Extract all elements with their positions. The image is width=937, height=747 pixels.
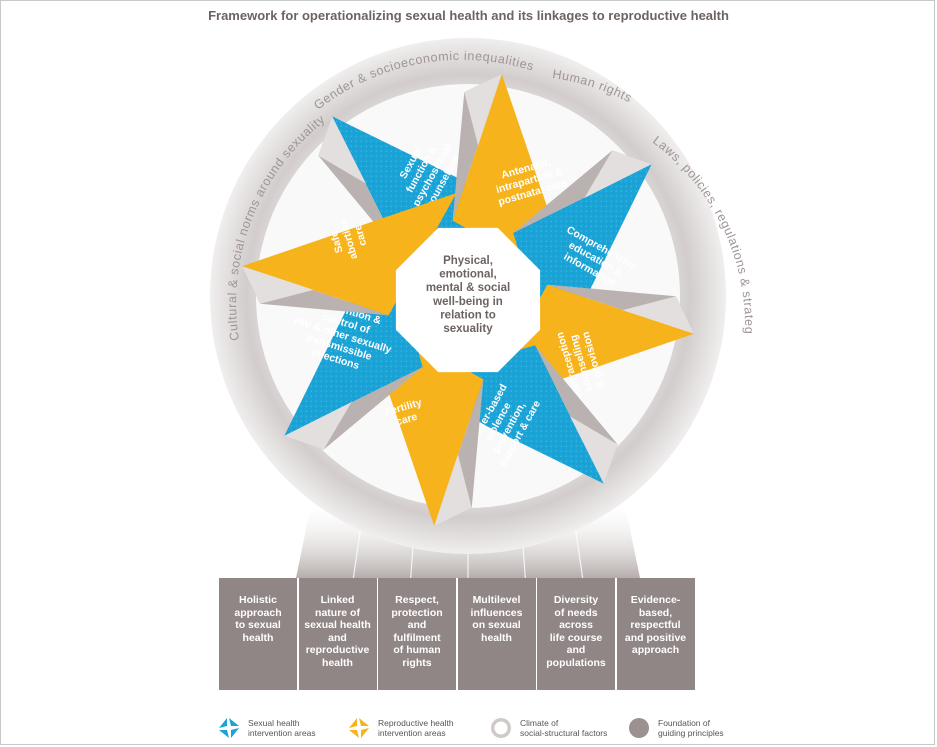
center-text-line: well-being in — [432, 296, 503, 308]
center-hub — [395, 227, 541, 373]
icon-blade — [219, 730, 229, 738]
icon-blade — [349, 718, 357, 728]
guiding-principle-pillar: Evidence- based, respectful and positive… — [616, 578, 695, 690]
blade-fold-highlight — [318, 116, 366, 184]
blade-fold-highlight — [434, 454, 472, 526]
legend-label: Reproductive health intervention areas — [378, 718, 454, 738]
center-text-line: relation to — [440, 309, 496, 321]
gray-disc-icon — [629, 718, 649, 738]
blade-label-line: care — [352, 223, 370, 247]
blade-fold-highlight — [464, 74, 502, 146]
gray-ring-icon — [491, 718, 511, 738]
blade-fold-highlight — [242, 266, 314, 304]
legend-item-reproductive-health: Reproductive health intervention areas — [348, 717, 454, 739]
center-text-line: emotional, — [439, 269, 497, 281]
guiding-principle-pillar: Holistic approach to sexual health — [219, 578, 297, 690]
guiding-principle-pillar: Diversity of needs across life course an… — [537, 578, 615, 690]
blade-label-line: Safe — [328, 230, 346, 255]
center-text-line: mental & social — [426, 282, 510, 294]
blue-pinwheel-icon — [219, 718, 239, 738]
figure-title: Framework for operationalizing sexual he… — [208, 8, 729, 23]
legend-label: Foundation of guiding principles — [658, 718, 724, 738]
blade-fold-highlight — [570, 416, 618, 484]
blade-fold-highlight — [622, 296, 694, 334]
blade-fold-highlight — [284, 402, 352, 450]
guiding-principle-pillar: Respect, protection and fulfilment of hu… — [378, 578, 456, 690]
center-text: Physical, emotional,mental & social well-b… — [426, 255, 510, 335]
blade-label-line: care — [395, 411, 419, 429]
legend-item-climate: Climate of social-structural factors — [490, 717, 607, 739]
icon-blade — [231, 728, 239, 738]
blade-fold — [242, 266, 389, 316]
icon-blade — [229, 718, 239, 726]
blade-label: Safeabortioncare — [325, 213, 372, 264]
center-text-line: Physical, — [443, 255, 493, 267]
blade-fold — [547, 284, 694, 334]
legend-label: Climate of social-structural factors — [520, 718, 608, 738]
yellow-pinwheel-icon — [349, 718, 369, 738]
legend-label: Sexual health intervention areas — [248, 718, 316, 738]
icon-blade — [219, 718, 227, 728]
blade-fold — [434, 379, 484, 526]
legend-item-foundation: Foundation of guiding principles — [628, 717, 724, 739]
blade-fold — [452, 74, 502, 221]
center-text-line: sexuality — [443, 323, 493, 335]
blade-label: Gender-basedviolenceprevention,support &… — [464, 380, 543, 469]
guiding-principle-pillar: Multilevel influences on sexual health — [457, 578, 536, 690]
icon-blade — [359, 718, 369, 726]
icon-blade — [349, 730, 359, 738]
blade-fold-highlight — [584, 150, 652, 198]
icon-blade — [361, 728, 369, 738]
legend-item-sexual-health: Sexual health intervention areas — [218, 717, 316, 739]
guiding-principle-pillar: Linked nature of sexual health and repro… — [298, 578, 377, 690]
